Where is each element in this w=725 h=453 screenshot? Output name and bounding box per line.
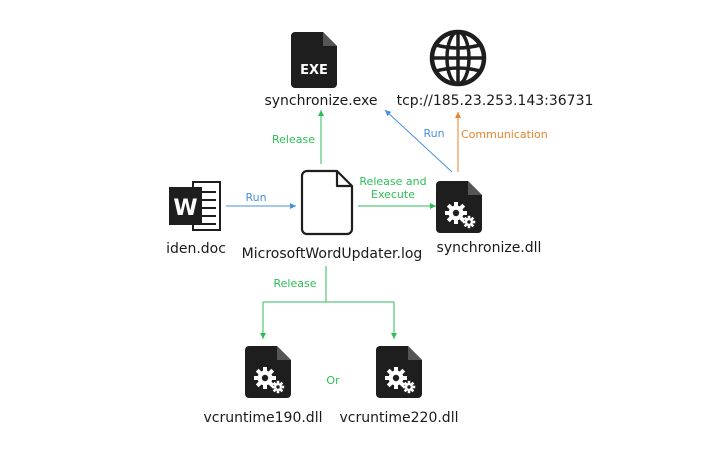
- blank-file-icon: [300, 169, 354, 236]
- exe-icon-text: EXE: [300, 63, 328, 78]
- edge-label-log-to-dll-line2: Execute: [371, 188, 415, 201]
- gear-file-icon: [245, 346, 291, 398]
- node-label-synchronize-exe: synchronize.exe: [264, 93, 377, 109]
- node-c2-server: tcp://185.23.253.143:36731: [397, 29, 594, 109]
- edge-label-log-to-runtimes: Release: [274, 277, 317, 290]
- node-synchronize-exe: EXE synchronize.exe: [264, 32, 378, 109]
- or-label: Or: [326, 374, 340, 387]
- exe-file-icon: EXE: [291, 32, 337, 88]
- edge-label-dll-to-exe: Run: [423, 127, 444, 140]
- node-label-iden-doc: iden.doc: [166, 241, 226, 257]
- edge-label-log-to-dll-line1: Release and: [359, 175, 426, 188]
- edge-label-dll-to-c2: Communication: [461, 128, 548, 141]
- edge-log-to-runtimes: [260, 266, 397, 339]
- node-vcruntime220-dll: vcruntime220.dll: [340, 346, 459, 426]
- node-label-vcruntime220-dll: vcruntime220.dll: [340, 410, 459, 426]
- gear-file-icon: [436, 181, 482, 233]
- node-label-vcruntime190-dll: vcruntime190.dll: [204, 410, 323, 426]
- svg-text:W: W: [173, 196, 197, 221]
- edge-dll-to-exe: [384, 109, 453, 173]
- node-label-microsoftwordupdater-log: MicrosoftWordUpdater.log: [242, 246, 423, 262]
- node-iden-doc: W iden.doc: [166, 181, 226, 257]
- node-label-c2-server: tcp://185.23.253.143:36731: [397, 93, 594, 109]
- node-label-synchronize-dll: synchronize.dll: [437, 240, 542, 256]
- word-document-icon: W: [169, 181, 221, 231]
- globe-icon: [429, 29, 487, 87]
- node-synchronize-dll: synchronize.dll: [436, 181, 541, 256]
- node-vcruntime190-dll: vcruntime190.dll: [204, 346, 323, 426]
- gear-file-icon: [376, 346, 422, 398]
- edge-label-log-to-exe: Release: [272, 133, 315, 146]
- node-microsoftwordupdater-log: MicrosoftWordUpdater.log: [242, 169, 423, 262]
- edge-label-doc-to-log: Run: [245, 191, 266, 204]
